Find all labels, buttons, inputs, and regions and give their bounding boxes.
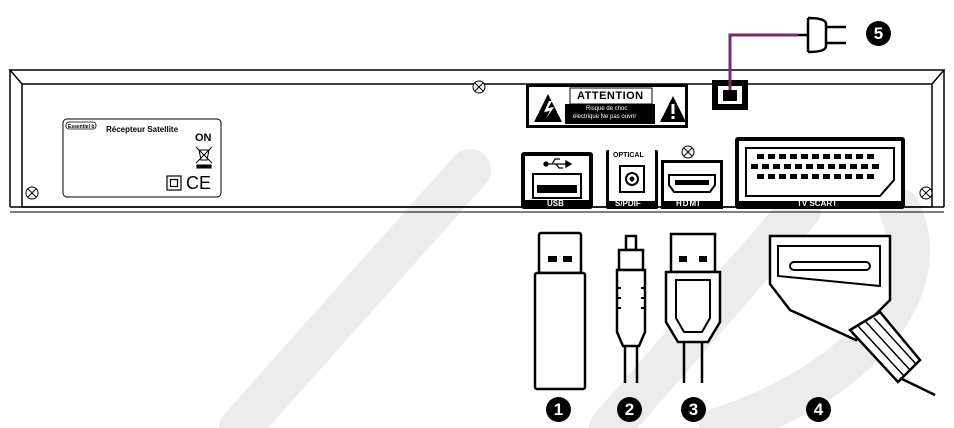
class2-double-square-icon	[166, 175, 182, 191]
warning-title: ATTENTION	[577, 90, 644, 102]
usb-stick	[533, 231, 587, 391]
scart-plug	[768, 234, 936, 397]
scart-port	[735, 137, 905, 209]
scart-pins	[751, 154, 879, 179]
scart-port-label: TV SCART	[797, 199, 837, 208]
warning-line1: Risque de choc	[586, 106, 628, 112]
product-sticker	[62, 118, 222, 198]
callout-5: 5	[866, 21, 891, 46]
product-label-text: Récepteur Satellite	[106, 125, 179, 134]
warning-line2: électrique Ne pas ouvrir	[573, 114, 637, 120]
power-cord	[728, 33, 798, 90]
brand-logo-outline	[65, 121, 97, 130]
callout-2: 2	[617, 397, 642, 422]
warning-label	[526, 84, 688, 128]
hdmi-cable	[664, 232, 722, 383]
screw-icon	[25, 80, 933, 200]
callout-4: 4	[806, 397, 831, 422]
optical-port	[606, 150, 658, 209]
power-state-text: ON	[195, 132, 212, 144]
callout-3: 3	[681, 397, 706, 422]
optical-port-label-top: OPTICAL	[613, 152, 644, 159]
power-plug-icon	[798, 16, 846, 54]
usb-symbol-icon	[543, 158, 573, 169]
usb-port-label: USB	[547, 199, 564, 208]
brand-logo-text: Essentiel b	[68, 124, 95, 130]
hdmi-port	[661, 160, 723, 209]
callout-1: 1	[546, 397, 571, 422]
hdmi-port-label: HDMI	[676, 199, 701, 208]
weee-bin-icon	[195, 146, 213, 169]
spdif-port-label: S/PDIF	[615, 199, 641, 208]
usb-port	[521, 152, 593, 209]
optical-cable	[615, 234, 647, 383]
ce-mark: CE	[186, 173, 212, 193]
